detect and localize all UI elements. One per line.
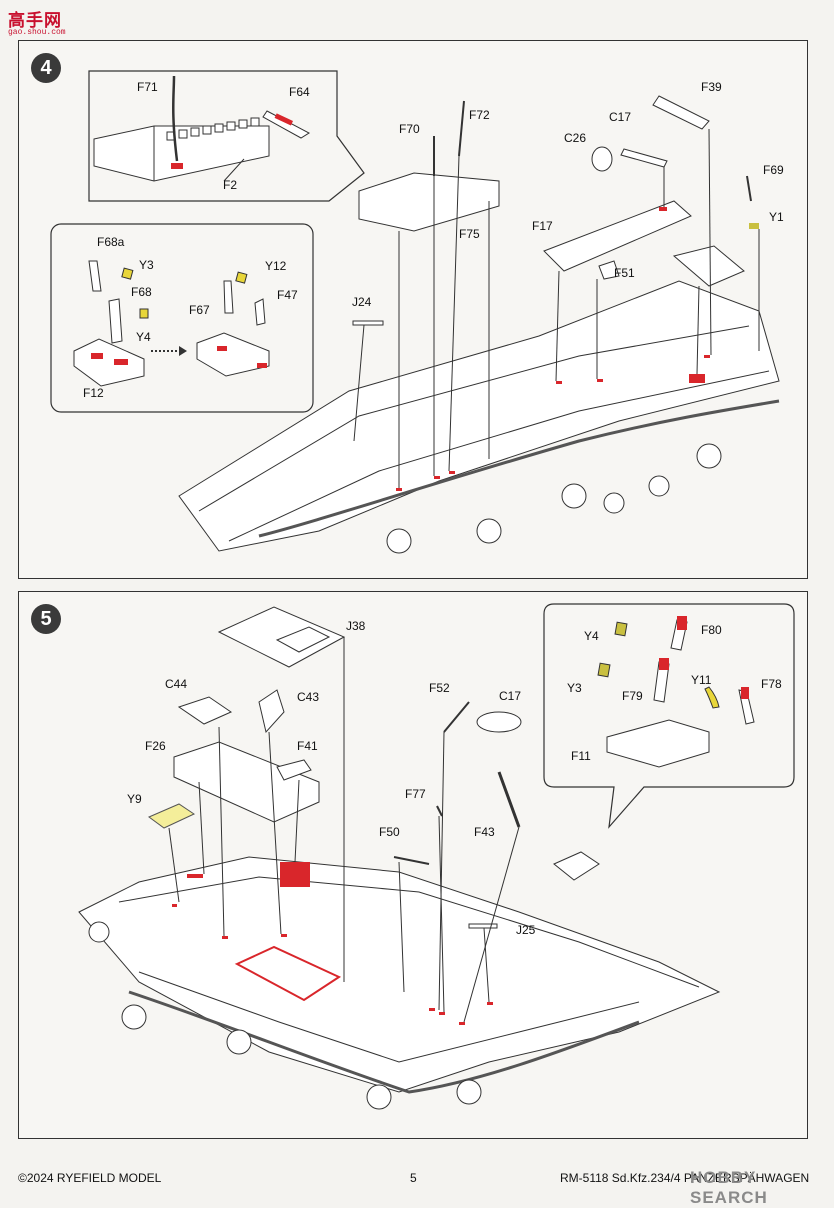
label-F43: F43 [474,825,495,839]
label-F70: F70 [399,122,420,136]
step-4-leader-lines [353,128,760,488]
label-J38: J38 [346,619,366,633]
step-5-badge: 5 [31,604,61,634]
hobby-search-watermark: HOBBY SEARCH [690,1168,768,1207]
label-F41: F41 [297,739,318,753]
label-F39: F39 [701,80,722,94]
step-5-drawing: Y4 F80 Y3 F79 Y11 F78 F11 [78,603,795,1110]
label-F12: F12 [83,386,104,400]
label-F75: F75 [459,227,480,241]
label-C26: C26 [564,131,586,145]
label-J24: J24 [352,295,372,309]
step-4-panel: 4 F71 F64 F2 [18,40,808,579]
label-Y9: Y9 [127,792,142,806]
label-Y1: Y1 [769,210,784,224]
label-Y3: Y3 [139,258,154,272]
label-F68: F68 [131,285,152,299]
footer-page-number: 5 [410,1171,417,1185]
label-F50: F50 [379,825,400,839]
label-F11: F11 [571,749,591,763]
hull-assembly [178,95,780,554]
label-F80: F80 [701,623,722,637]
label-F52: F52 [429,681,450,695]
step-4-badge: 4 [31,53,61,83]
label-C44: C44 [165,677,187,691]
footer-copyright: ©2024 RYEFIELD MODEL [18,1171,162,1185]
footer-product-code: RM-5118 Sd.Kfz.234/4 PANZERSPÄHWAGEN [560,1171,810,1185]
label-Y4: Y4 [584,629,599,643]
label-F68a: F68a [97,235,125,249]
detail-callout-seat [50,223,314,413]
hull-red-marks [396,207,759,491]
label-F72: F72 [469,108,490,122]
label-Y11: Y11 [691,673,712,687]
label-F64: F64 [289,85,310,99]
step-5-panel: 5 Y4 F80 Y3 F79 Y11 F78 F11 [18,591,808,1139]
label-Y12: Y12 [265,259,287,273]
label-F17: F17 [532,219,553,233]
site-logo-subtext: gao.shou.com [8,28,66,37]
detail-callout-seat-f11 [543,603,795,829]
label-F47: F47 [277,288,298,302]
hull-assembly-step5 [78,606,721,1110]
hull-red-marks-step5 [172,862,493,1025]
label-C43: C43 [297,690,319,704]
label-F71: F71 [137,80,158,94]
label-J25: J25 [516,923,536,937]
label-F67: F67 [189,303,210,317]
label-F79: F79 [622,689,643,703]
step-5-leader-lines [168,637,520,1023]
label-F69: F69 [763,163,784,177]
step-4-drawing: F71 F64 F2 F68a Y3 Y12 F68 [50,70,784,554]
detail-callout-engine-deck [88,70,365,202]
label-Y4: Y4 [136,330,151,344]
label-F26: F26 [145,739,166,753]
site-logo-text: 高手网 [8,11,62,30]
label-F77: F77 [405,787,426,801]
label-F2: F2 [223,178,237,192]
site-logo: 高手网 gao.shou.com [4,6,68,42]
label-Y3: Y3 [567,681,582,695]
label-F51: F51 [614,266,635,280]
label-C17: C17 [609,110,631,124]
label-C17: C17 [499,689,521,703]
label-F78: F78 [761,677,782,691]
